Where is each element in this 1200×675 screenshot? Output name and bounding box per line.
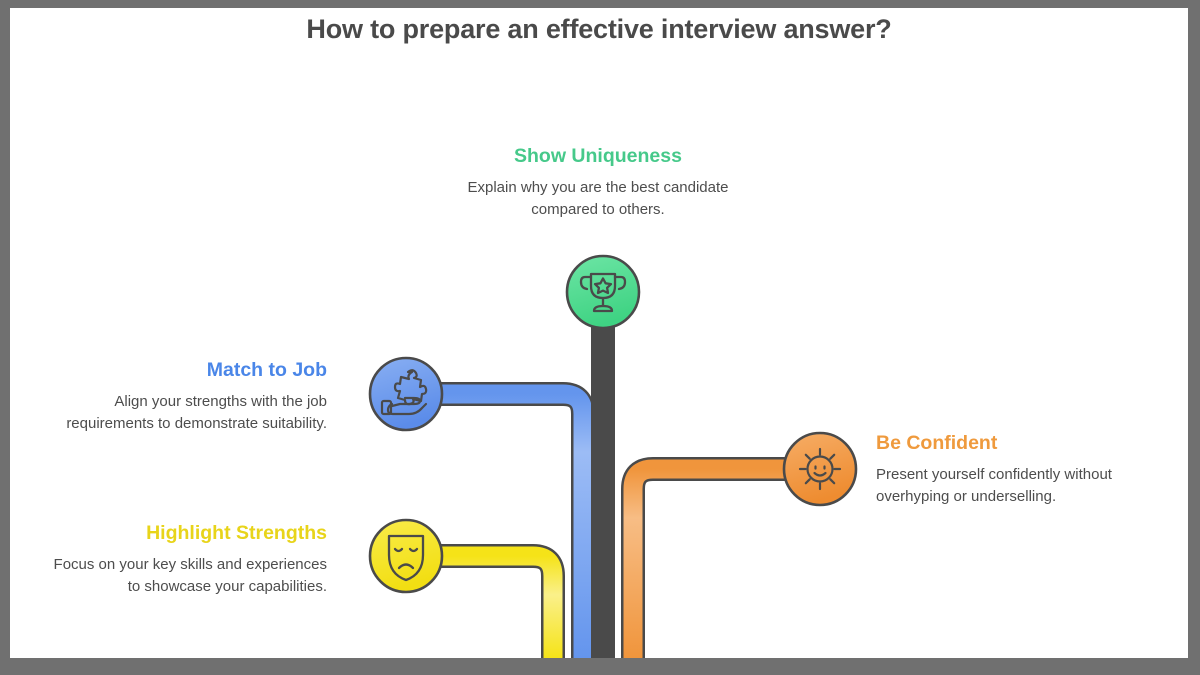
pipe-be-confident [621, 457, 800, 658]
body-show-uniqueness: Explain why you are the best candidate c… [467, 179, 729, 219]
heading-highlight-strengths: Highlight Strengths [146, 522, 327, 544]
pipe-highlight-strengths [390, 544, 565, 658]
heading-show-uniqueness: Show Uniqueness [514, 145, 682, 167]
text-block-show-uniqueness: Show Uniqueness Explain why you are the … [463, 144, 733, 221]
body-be-confident: Present yourself confidently without ove… [876, 466, 1112, 506]
page-title: How to prepare an effective interview an… [306, 14, 892, 44]
text-block-highlight-strengths: Highlight Strengths Focus on your key sk… [49, 521, 327, 598]
body-highlight-strengths: Focus on your key skills and experiences… [53, 556, 327, 596]
theater-mask-icon [387, 534, 425, 582]
node-match-to-job[interactable] [368, 356, 444, 432]
node-show-uniqueness[interactable] [565, 254, 641, 330]
heading-be-confident: Be Confident [876, 432, 998, 454]
heading-match-to-job: Match to Job [206, 359, 327, 381]
infographic-canvas: How to prepare an effective interview an… [10, 8, 1188, 658]
node-highlight-strengths[interactable] [368, 518, 444, 594]
pipe-match-to-job [392, 382, 595, 658]
text-block-be-confident: Be Confident Present yourself confidentl… [876, 431, 1176, 508]
text-block-match-to-job: Match to Job Align your strengths with t… [49, 358, 327, 435]
connector-pipes-diagram [368, 254, 858, 658]
smiling-sun-icon [798, 447, 842, 491]
hand-puzzle-piece-icon [380, 369, 428, 416]
trophy-star-icon [579, 272, 627, 313]
node-be-confident[interactable] [782, 431, 858, 507]
body-match-to-job: Align your strengths with the job requir… [66, 393, 327, 433]
